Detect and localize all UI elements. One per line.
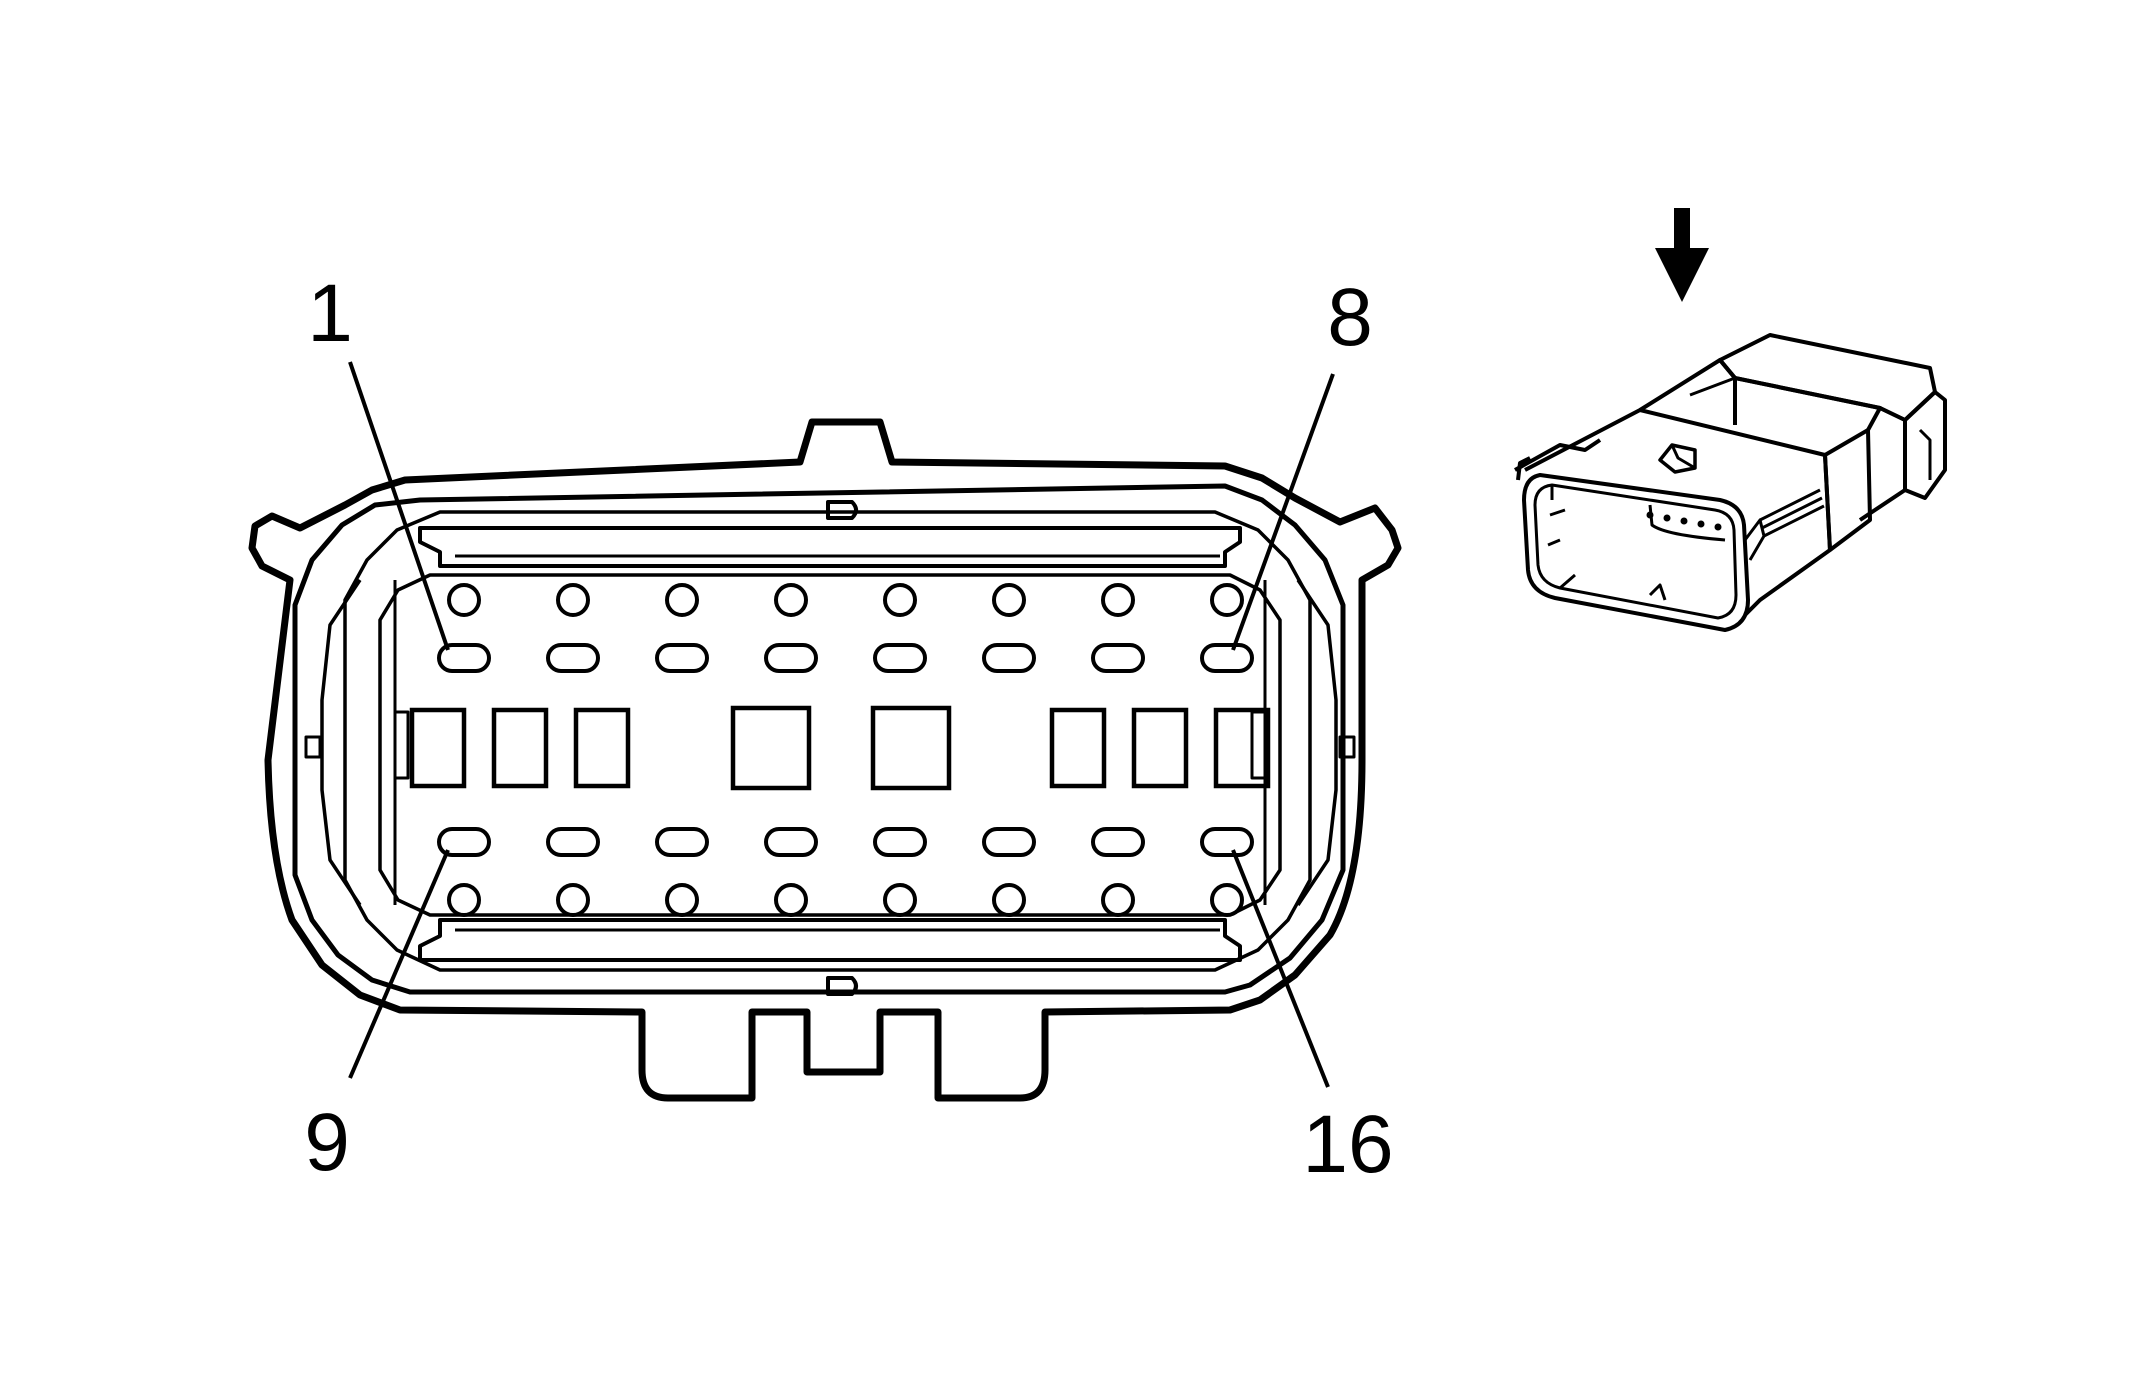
right-wall-detail [1296,579,1338,906]
pin-terminal-16 [1200,827,1254,857]
leader-line-pin-8 [1231,373,1335,651]
pin-cavity-2 [556,583,590,617]
pin-label-16: 16 [1302,1099,1393,1190]
leader-lines [348,361,1335,1088]
housing-outer-outline [248,418,1402,1102]
key-block [1049,707,1107,789]
pin-label-9: 9 [304,1097,350,1188]
pin-terminal-12 [764,827,818,857]
pin-cavity-5 [883,583,917,617]
pin-cavity-11 [665,883,699,917]
key-block [870,705,952,791]
pin-label-1: 1 [307,268,353,359]
pin-terminal-9 [437,827,491,857]
pin-terminal-15 [1091,827,1145,857]
right-latch-window [1338,735,1356,759]
pin-cavity-4 [774,583,808,617]
pin-cavity-1 [447,583,481,617]
housing-recess-outline [343,510,1312,972]
top-rail [418,526,1242,568]
pin-cavity-7 [1101,583,1135,617]
pin-cavity-10 [556,883,590,917]
top-key-slot [826,500,858,520]
connector-mating-face [1522,473,1750,632]
pin-cavity-6 [992,583,1026,617]
pin-terminal-3 [655,643,709,673]
leader-line-pin-16 [1231,849,1330,1088]
key-block [730,705,812,791]
housing-inner-outline [292,483,1346,995]
pin-cavity-12 [774,883,808,917]
key-block [491,707,549,789]
key-block [1131,707,1189,789]
bottom-rail [418,918,1242,962]
key-block [1213,707,1271,789]
pin-label-8: 8 [1327,272,1373,363]
pin-cavity-13 [883,883,917,917]
pin-terminal-8 [1200,643,1254,673]
pin-terminal-10 [546,827,600,857]
pin-terminal-5 [873,643,927,673]
pin-terminal-11 [655,827,709,857]
view-direction-arrow [1655,208,1709,302]
left-latch-window [304,735,322,759]
leader-line-pin-1 [348,361,450,651]
pin-cavity-16 [1210,883,1244,917]
pin-terminal-6 [982,643,1036,673]
connector-iso-illustration [1514,333,1947,632]
key-block [573,707,631,789]
leader-line-pin-9 [348,849,450,1079]
pin-cavity-3 [665,583,699,617]
bottom-key-slot [826,976,858,996]
pin-terminal-1 [437,643,491,673]
connector-face [248,418,1402,1102]
cavity-field [378,573,1282,917]
left-wall-detail [320,579,362,906]
pin-terminal-7 [1091,643,1145,673]
pin-cavity-8 [1210,583,1244,617]
key-block [409,707,467,789]
pin-cavities [437,583,1254,917]
pin-terminal-13 [873,827,927,857]
pin-cavity-15 [1101,883,1135,917]
pin-cavity-9 [447,883,481,917]
pin-cavity-14 [992,883,1026,917]
pin-terminal-2 [546,643,600,673]
pin-terminal-14 [982,827,1036,857]
pin-terminal-4 [764,643,818,673]
arrow-down-icon [1674,208,1690,250]
keying-blocks [409,705,1271,791]
latch [1658,443,1697,474]
